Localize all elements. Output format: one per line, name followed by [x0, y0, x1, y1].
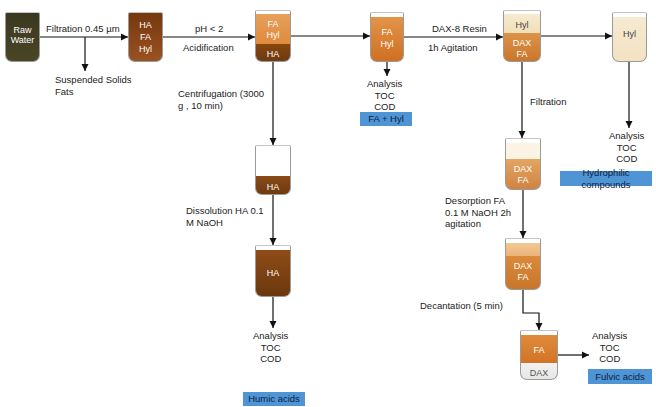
beaker-text: Raw Water — [6, 25, 39, 45]
leader-arrow — [272, 297, 273, 328]
beaker: HA FA Hyl — [128, 12, 163, 62]
beaker-text: HA — [129, 20, 162, 30]
beaker: HA — [255, 245, 291, 297]
beaker-text: FA — [506, 175, 540, 185]
result-tag: Hydrophilic compounds — [560, 171, 652, 186]
leader-arrow — [84, 37, 85, 71]
leader-arrows — [85, 37, 629, 355]
leader-arrow — [386, 62, 387, 76]
leader-arrow — [558, 354, 589, 355]
process-note: Acidification — [183, 42, 234, 54]
beaker-text: FA — [504, 49, 540, 59]
edge-label: Centrifugation (3000 g , 10 min) — [178, 88, 270, 111]
result-tag: Humic acids — [243, 392, 305, 406]
analysis-note: Analysis TOC COD — [609, 130, 644, 165]
beaker-text: FA — [371, 27, 403, 37]
analysis-note: Analysis TOC COD — [592, 330, 627, 365]
analysis-note: Analysis TOC COD — [367, 78, 402, 113]
edge-label: Filtration 0.45 µm — [46, 23, 136, 35]
beaker: Hyl — [612, 12, 647, 62]
beaker: HylDAXFA — [503, 10, 541, 62]
flow-arrow — [404, 36, 503, 37]
edge-group — [40, 36, 612, 330]
edge-label: Dissolution HA 0.1 M NaOH — [186, 205, 266, 228]
beaker-text: Hyl — [504, 20, 540, 30]
analysis-note: Analysis TOC COD — [253, 330, 288, 365]
process-note: 1h Agitation — [428, 42, 478, 54]
flow-arrow — [522, 190, 523, 238]
beaker-text: HA — [256, 268, 290, 278]
tag-text: Humic acids — [248, 393, 300, 405]
beaker-text: FA — [256, 19, 290, 29]
beaker-text: FA — [521, 345, 557, 355]
beaker: FA DAX — [520, 330, 558, 380]
beaker: FA Hyl — [370, 12, 404, 62]
beaker-text: Hyl — [613, 29, 646, 39]
flow-arrow — [272, 62, 273, 145]
beaker: FAHylHA — [255, 10, 291, 62]
flow-arrow — [163, 36, 255, 37]
beaker-text: DAX — [521, 368, 557, 378]
beaker: HA — [255, 145, 291, 195]
flow-arrow — [523, 290, 539, 330]
edge-label: Desorption FA 0.1 M NaOH 2h agitation — [445, 195, 515, 230]
beaker-text: FA — [506, 272, 540, 282]
beaker-text: Hyl — [129, 44, 162, 54]
edge-label: Decantation (5 min) — [420, 300, 503, 312]
beaker: Raw Water — [5, 12, 40, 62]
edge-label: pH < 2 — [195, 23, 223, 35]
beaker-text: Hyl — [371, 39, 403, 49]
tag-text: FA + Hyl — [368, 113, 404, 125]
process-note: Suspended Solids Fats — [55, 74, 150, 97]
beaker-text: DAX — [506, 164, 540, 174]
flow-arrow — [291, 35, 370, 36]
tag-text: Fulvic acids — [595, 371, 645, 383]
beaker: DAXFA — [505, 238, 541, 290]
beaker-text: Hyl — [256, 30, 290, 40]
result-tag: Fulvic acids — [588, 369, 652, 384]
beaker-text: DAX — [504, 38, 540, 48]
beaker: DAXFA — [505, 138, 541, 190]
beaker-text: DAX — [506, 261, 540, 271]
flow-arrow — [521, 62, 522, 138]
result-tag: FA + Hyl — [360, 112, 412, 126]
flow-arrow — [40, 36, 128, 37]
leader-arrow — [628, 62, 629, 128]
flow-arrow — [541, 35, 612, 36]
edge-label: Filtration — [530, 96, 566, 108]
edge-label: DAX-8 Resin — [432, 23, 487, 35]
beaker-text: HA — [256, 182, 290, 192]
tag-text: Hydrophilic compounds — [560, 167, 652, 191]
beaker-text: HA — [256, 49, 290, 59]
flow-arrow — [272, 195, 273, 245]
beaker-text: FA — [129, 32, 162, 42]
